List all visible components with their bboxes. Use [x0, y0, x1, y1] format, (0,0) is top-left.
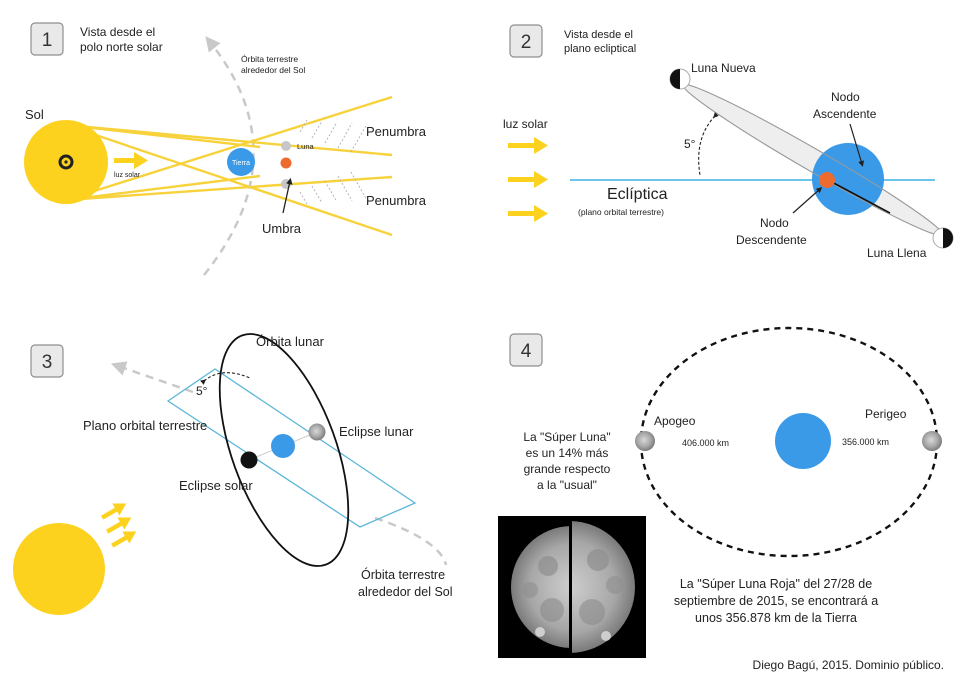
panel-3-angle-label: 5° [196, 384, 208, 398]
super-moon-text-line4: a la "usual" [537, 478, 597, 492]
descending-node [819, 172, 835, 188]
panel-2-number: 2 [521, 32, 532, 53]
perigee-label: Perigeo [865, 407, 907, 421]
moon-top [281, 141, 291, 151]
orbit-direction-arrow [110, 361, 194, 394]
sunlight-arrows-icon [508, 137, 548, 222]
perigee-moon [922, 431, 942, 451]
panel-3-angle-arc [200, 372, 251, 385]
sunlight-arrow-icon [114, 152, 148, 169]
ascending-node-line2: Ascendente [813, 107, 877, 121]
apogee-moon [635, 431, 655, 451]
earth-orbital-plane [166, 368, 417, 528]
perigee-distance: 356.000 km [842, 437, 889, 447]
umbra-pointer [282, 177, 293, 214]
moon-eclipse [280, 157, 292, 169]
plane-label: Plano orbital terrestre [83, 418, 207, 433]
moon-comparison-photo [498, 516, 646, 658]
panel-3-sun [13, 523, 105, 615]
orbit-label-line1: Órbita terrestre [241, 54, 298, 64]
apogee-label: Apogeo [654, 414, 696, 428]
panel-1-title-line2: polo norte solar [80, 40, 163, 54]
new-moon-icon [669, 68, 691, 90]
panel-4: 4 Apogeo 406.000 km Perigeo 356.000 km L… [498, 326, 944, 672]
earth [227, 148, 255, 176]
panel-2: 2 Vista desde el plano ecliptical luz so… [503, 24, 954, 260]
umbra-label: Umbra [262, 221, 302, 236]
sunlight-label-1: luz solar [114, 172, 141, 179]
panel-3: 3 5° Órbita lunar Plano orbital terrestr… [13, 333, 453, 615]
penumbra-bottom-label: Penumbra [366, 193, 427, 208]
earth-orbit-curve [374, 516, 448, 566]
panel-1: 1 Vista desde el polo norte solar Órbita… [24, 22, 427, 276]
panel-2-title-line2: plano ecliptical [564, 43, 636, 55]
super-moon-text-line3: grande respecto [524, 462, 611, 476]
lunar-orbit-label: Órbita lunar [256, 334, 325, 349]
panel-3-number: 3 [42, 352, 53, 373]
panel-2-title-line1: Vista desde el [564, 29, 633, 41]
red-moon-text-line3: unos 356.878 km de la Tierra [695, 611, 857, 625]
lunar-orbit-plane [682, 83, 944, 237]
panel-1-number-box: 1 [30, 22, 64, 56]
sun-label: Sol [25, 107, 44, 122]
panel-2-angle-label: 5° [684, 137, 696, 151]
full-moon-icon [932, 227, 954, 249]
descending-node-line2: Descendente [736, 233, 807, 247]
moon-label: Luna [297, 142, 315, 151]
panel-3-number-box: 3 [30, 344, 64, 378]
panel-2-earth [812, 143, 884, 215]
earth-orbit-label-line2: alrededor del Sol [358, 585, 453, 599]
super-moon-text-line2: es un 14% más [526, 446, 609, 460]
full-moon-label: Luna Llena [867, 246, 927, 260]
earth-orbit-label-line1: Órbita terrestre [361, 567, 445, 582]
apogee-distance: 406.000 km [682, 438, 729, 448]
orbit-label-line2: alrededor del Sol [241, 65, 305, 75]
lunar-orbit-ellipse [218, 333, 350, 567]
credit-text: Diego Bagú, 2015. Dominio público. [753, 658, 944, 672]
panel-3-sunlight-arrows-icon [101, 503, 137, 548]
descending-node-pointer [792, 187, 823, 214]
panel-2-sunlight-label: luz solar [503, 117, 548, 131]
penumbra-top-label: Penumbra [366, 124, 427, 139]
descending-node-line1: Nodo [760, 216, 789, 230]
panel-1-title-line1: Vista desde el [80, 25, 155, 39]
ascending-node-pointer [849, 123, 865, 167]
red-moon-text-line2: septiembre de 2015, se encontrará a [674, 594, 878, 608]
earth-label: Tierra [232, 160, 250, 167]
panel-4-number-box: 4 [509, 333, 543, 367]
ascending-node-line1: Nodo [831, 90, 860, 104]
ecliptic-label: Eclíptica [607, 186, 668, 203]
panel-3-earth [271, 434, 295, 458]
panel-4-earth [775, 413, 831, 469]
solar-eclipse-moon [240, 451, 258, 469]
lunar-eclipse-label: Eclipse lunar [339, 424, 414, 439]
panel-1-number: 1 [42, 30, 53, 51]
panel-2-angle-arc [698, 112, 719, 176]
sun-rays [65, 95, 393, 237]
node-line [827, 179, 891, 214]
panel-4-number: 4 [521, 341, 532, 362]
ecliptic-sub-label: (plano orbital terrestre) [578, 207, 664, 217]
red-moon-text-line1: La "Súper Luna Roja" del 27/28 de [680, 577, 872, 591]
sun-symbol-icon [58, 154, 74, 170]
super-moon-text-line1: La "Súper Luna" [523, 430, 610, 444]
shadow-hatching [299, 119, 368, 205]
lunar-eclipse-moon [308, 423, 326, 441]
panel-2-number-box: 2 [509, 24, 543, 58]
new-moon-label: Luna Nueva [691, 61, 756, 75]
solar-eclipse-label: Eclipse solar [179, 478, 253, 493]
